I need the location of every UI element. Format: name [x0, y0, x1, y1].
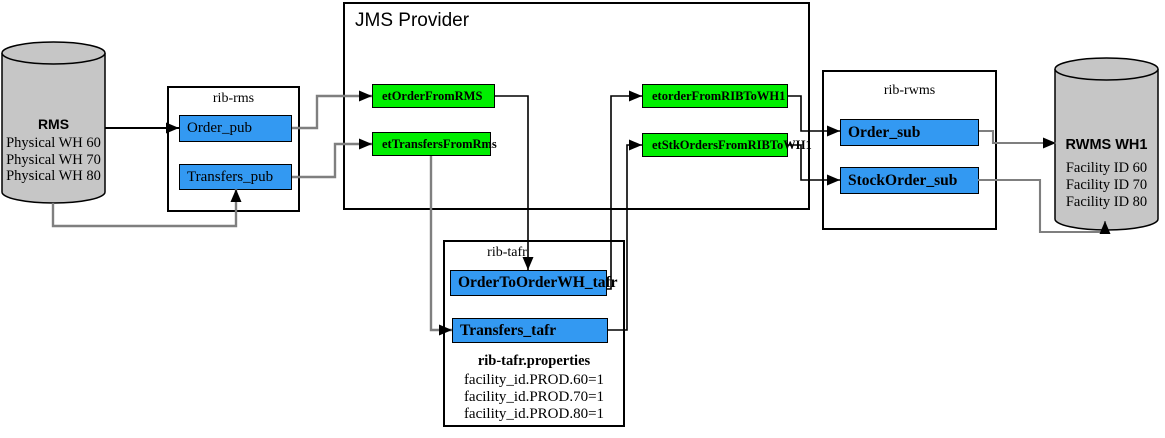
- topic-et-order-from-rib-to-wh1: etorderFromRIBToWH1: [642, 84, 788, 108]
- order-pub-adapter: Order_pub: [179, 115, 292, 142]
- jms-provider-title: JMS Provider: [355, 10, 470, 31]
- rwms-database-text: RWMS WH1 Facility ID 60 Facility ID 70 F…: [1055, 137, 1158, 211]
- rms-database-line: Physical WH 70: [6, 151, 101, 168]
- rwms-database-line: Facility ID 80: [1065, 194, 1148, 210]
- rwms-database-line: Facility ID 60: [1065, 160, 1148, 176]
- rib-rwms-label: rib-rwms: [883, 83, 936, 98]
- topic-et-transfers-from-rms: etTransfersFromRms: [372, 132, 497, 156]
- rwms-database-lines: Facility ID 60 Facility ID 70 Facility I…: [1055, 160, 1158, 211]
- topic-et-stk-orders-from-rib-to-wh1: etStkOrdersFromRIBToWH1: [642, 133, 812, 157]
- rwms-database-title: RWMS WH1: [1065, 137, 1148, 153]
- order-to-orderwh-tafr-adapter: OrderToOrderWH_tafr: [450, 270, 618, 296]
- order-sub-adapter: Order_sub: [840, 119, 979, 146]
- transfers-tafr-adapter: Transfers_tafr: [452, 318, 608, 343]
- rms-database-line: Physical WH 80: [6, 168, 101, 184]
- rms-database-lines: Physical WH 60 Physical WH 70 Physical W…: [2, 135, 105, 185]
- rwms-database-line: Facility ID 70: [1065, 177, 1148, 193]
- rms-database-title: RMS: [37, 116, 70, 132]
- transfers-pub-adapter: Transfers_pub: [179, 164, 292, 190]
- rib-tafr-property-line: facility_id.PROD.70=1: [463, 389, 605, 405]
- rms-database-line: Physical WH 60: [6, 135, 101, 151]
- rib-rms-label: rib-rms: [212, 91, 255, 106]
- rib-tafr-label: rib-tafr: [487, 245, 527, 260]
- rib-tafr-property-line: facility_id.PROD.80=1: [463, 406, 605, 422]
- rms-database-text: RMS Physical WH 60 Physical WH 70 Physic…: [2, 116, 105, 185]
- rib-tafr-property-line: facility_id.PROD.60=1: [463, 372, 605, 388]
- rib-tafr-properties: rib-tafr.properties facility_id.PROD.60=…: [443, 353, 625, 423]
- rib-tafr-properties-title: rib-tafr.properties: [477, 353, 591, 369]
- topic-et-order-from-rms: etOrderFromRMS: [372, 84, 495, 108]
- stockorder-sub-adapter: StockOrder_sub: [840, 167, 979, 194]
